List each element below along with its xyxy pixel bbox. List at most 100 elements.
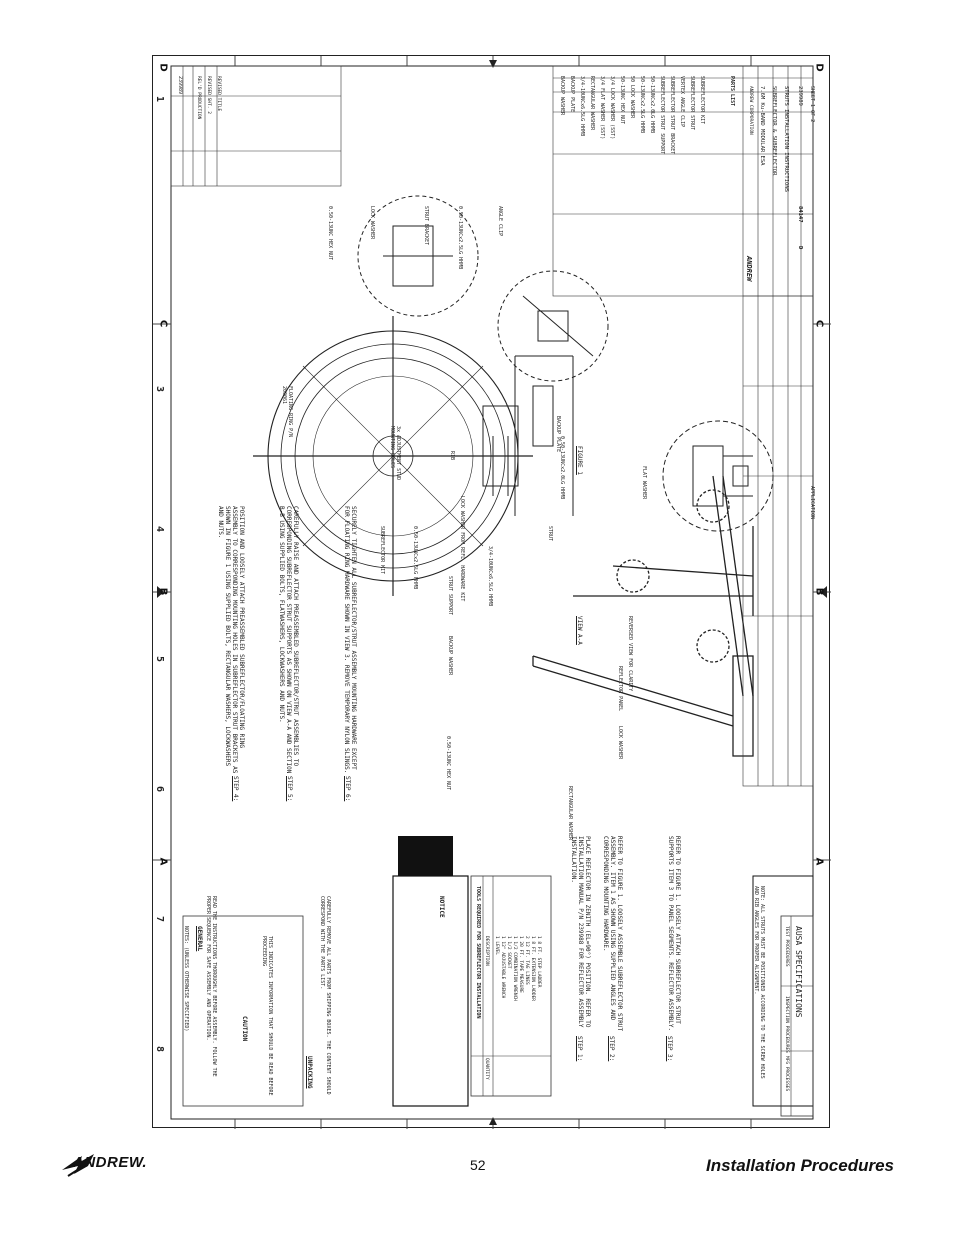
tools-row: 1 8 FT. EXTENSION LADDER [530, 936, 535, 1002]
parts-row: 3/4 LOCK WASHER (SST) [609, 76, 615, 140]
andrew-logo-icon [62, 1154, 94, 1177]
spec-title: AUSA SPECIFICATIONS [794, 926, 803, 1018]
zone-number: 8 [154, 1046, 165, 1053]
step-label: STEP 4: [232, 776, 239, 802]
zone-letter: A [813, 857, 825, 866]
title-size: D [797, 246, 803, 250]
step-label: STEP 3: [666, 1036, 673, 1062]
step-label: STEP 2: [608, 1036, 615, 1062]
parts-row: 50-13UNCx2.0LG HHMB [649, 76, 655, 134]
tools-row: 1 8 FT. STEP LADDER [536, 936, 541, 988]
step-label: STEP 1: [576, 1036, 583, 1062]
title-application: APPLICATION [809, 486, 815, 520]
callout: 3/4-10UNCx6.5LG HHMB [487, 546, 493, 607]
callout: LOCK WASHER FROM REFL. HARDWARE KIT [459, 496, 465, 602]
step-text: REFER TO FIGURE 1. LOOSELY ATTACH SUBREF… [667, 836, 681, 1032]
title-line: STRUTS INSTALLATION INSTRUCTIONS [783, 86, 789, 192]
unpacking-text: CAREFULLY REMOVE ALL PARTS FROM SHIPPING… [319, 896, 331, 1095]
unpacking-heading: UNPACKING [306, 1056, 313, 1089]
zone-labels-bottom: D C B A [809, 56, 829, 1129]
step-text: CAREFULLY RAISE AND ATTACH PREASSEMBLED … [278, 506, 299, 774]
caution-text: THIS INDICATES INFORMATION THAT SHOULD B… [261, 936, 273, 1096]
zone-letter: C [157, 319, 169, 328]
title-company: ANDREW CORPORATION [748, 86, 753, 135]
zone-number: 7 [154, 916, 165, 923]
tools-row: 1 1/2 SOCKET [506, 936, 511, 969]
warning-label: WARNING [408, 916, 415, 942]
parts-row: SUBREFLECTOR STRUT BRACKET [669, 76, 675, 155]
zone-number: 1 [154, 96, 165, 103]
tools-heading: TOOLS REQUIRED FOR SUBREFLECTOR INSTALLA… [475, 886, 481, 1019]
title-company-brand: ANDREW [745, 256, 753, 282]
callout: 0.50-13UNCx2.5LG HHMB [412, 526, 418, 590]
page-footer: ANDREW. 52 Installation Procedures [0, 1140, 954, 1200]
zone-labels-top: D C B A [153, 56, 173, 1129]
parts-list-header: PARTS LIST [729, 76, 735, 107]
zone-number: 6 [154, 786, 165, 793]
step-text: POSITION AND LOOSELY ATTACH PREASSEMBLED… [217, 506, 245, 774]
zone-number: 5 [154, 656, 165, 663]
step-text: SECURELY TIGHTEN ALL SUBREFLECTOR/STRUT … [343, 506, 357, 774]
parts-row: SUBREFLECTOR STRUT SUPPORT [659, 76, 665, 155]
tools-row: 1 1/2 COMBINATION WRENCH [512, 936, 517, 1002]
callout: 0.50-13UNCx2.5LG HHMB [457, 206, 463, 270]
callout: FLOATING RING P/N 200061 [281, 386, 293, 438]
notice-label: NOTICE [438, 896, 445, 918]
title-line: 7.6M Ku-BAND MODULAR ESA [759, 86, 765, 166]
spec-col: TEST PROCEDURES [784, 926, 789, 967]
revision-drawing-no: 239989 [177, 76, 183, 95]
zone-letter: D [813, 63, 825, 72]
revision-row: REL'D PRODUCTION [196, 76, 201, 120]
caution-label: CAUTION [241, 1016, 248, 1042]
callout: REVERSED VIEW FOR CLARITY [627, 616, 633, 692]
zone-letter: D [157, 63, 169, 72]
callout: VIEW A-A [576, 616, 583, 645]
title-sheet: SHEET 1 OF 2 [809, 86, 815, 123]
tools-col-desc: DESCRIPTION [484, 936, 489, 966]
zone-number: 3 [154, 386, 165, 393]
callout: BACKUP WASHER [447, 636, 453, 676]
page-number: 52 [470, 1157, 486, 1173]
callout: REFLECTOR PANEL [617, 666, 623, 712]
callout: STRUT SUPPORT [447, 576, 453, 616]
alignment-note: NOTE: ALL STRUTS MUST BE POSITIONED ACCO… [753, 886, 765, 1079]
parts-row: 3/4-10UNCx6.5LG HHMB [579, 76, 585, 137]
brand-name: ANDREW. [73, 1154, 148, 1171]
spec-col: INSPECTION PROCEDURES [784, 996, 789, 1053]
parts-row: BACKUP WASHER [559, 76, 565, 116]
zone-letter: A [157, 857, 169, 866]
general-text: READ THE INSTRUCTIONS THOROUGHLY BEFORE … [205, 896, 217, 1077]
callout: STRUT [547, 526, 553, 542]
callout: ANGLE CLIP [497, 206, 503, 237]
parts-row: 50-13UNCx2.5LG HHMB [639, 76, 645, 134]
section-title: Installation Procedures [706, 1156, 894, 1175]
parts-row: SUBREFLECTOR STRUT [689, 76, 695, 131]
callout: SUBREFLECTOR KIT [379, 526, 385, 575]
title-line: SUBREFLECTOR & SUBREFLECTOR [771, 86, 777, 176]
step-text: PLACE REFLECTOR IN ZENITH (EL=90°) POSIT… [570, 836, 591, 1028]
callout: STRUT BRACKET [423, 206, 429, 246]
parts-row: 3/4 FLAT WASHER (SST) [599, 76, 605, 140]
callout: 3x ADJUSTMENT STUD MOUNTING HOLES [389, 426, 401, 481]
revision-row: REVISED TITLE [216, 76, 221, 112]
parts-row: SUBREFLECTOR KIT [699, 76, 705, 125]
step-label: STEP 5: [286, 776, 293, 802]
tools-row: 1 LEVEL [494, 936, 499, 955]
parts-row: VERTEX ANGLE CLIP [679, 76, 685, 128]
parts-row: RECTANGULAR WASHER [589, 76, 595, 131]
title-cage: 84147 [797, 206, 803, 223]
zone-letter: B [157, 587, 169, 596]
callout: RECTANGULAR WASHER [567, 786, 573, 841]
step-text: REFER TO FIGURE 1. LOOSELY ASSEMBLE SUBR… [602, 836, 623, 1032]
callout: 0.50-13UNC HEX NUT [445, 736, 451, 791]
callout: RIB [449, 451, 455, 461]
callout: LOCK WASHER [617, 726, 623, 760]
callout: 0.50-13UNC HEX NUT [327, 206, 333, 261]
zone-letter: C [813, 319, 825, 328]
parts-row: BACKUP PLATE [569, 76, 575, 113]
callout: LOCK WASHER [369, 206, 375, 240]
spec-col: MFG PROCESSES [784, 1056, 789, 1092]
title-dwg-no: 239989 [797, 86, 803, 106]
tools-row: 1 12" ADJUSTABLE WRENCH [500, 936, 505, 999]
step-label: STEP 6: [344, 776, 351, 802]
